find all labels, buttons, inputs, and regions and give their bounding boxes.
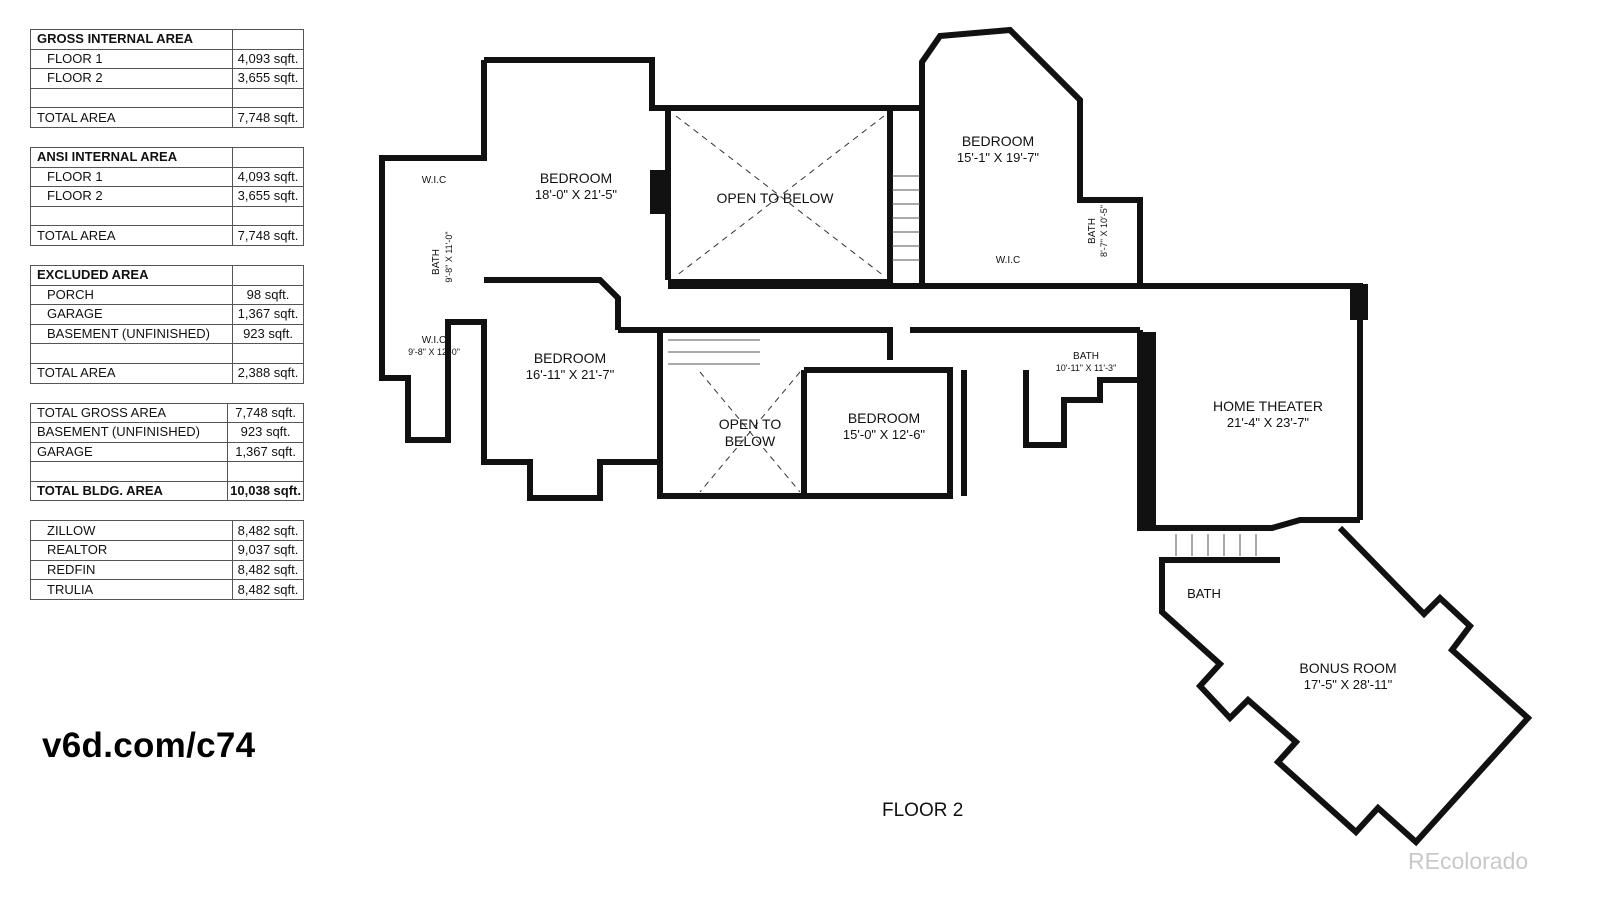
room-label-open-below-2b: BELOW <box>725 433 776 449</box>
area-label: BASEMENT (UNFINISHED) <box>29 422 229 443</box>
area-label: TOTAL AREA <box>30 362 233 384</box>
room-dims-bath-1: 9'-8" X 11'-0" <box>444 231 454 282</box>
room-label-bedroom-3: BEDROOM <box>534 350 606 366</box>
area-value: 3,655 sqft. <box>232 68 304 89</box>
room-label-bath-1: BATH <box>431 249 442 275</box>
stair-lines <box>668 175 1257 556</box>
room-label-bonus-room: BONUS ROOM <box>1299 660 1396 676</box>
area-label: TOTAL GROSS AREA <box>29 402 229 424</box>
room-label-bath-2: BATH <box>1087 218 1098 244</box>
table-row: GROSS INTERNAL AREA <box>30 29 304 50</box>
area-value: 8,482 sqft. <box>232 579 304 600</box>
area-value: 1,367 sqft. <box>232 304 304 325</box>
room-label-wic-1: W.I.C <box>422 175 446 186</box>
area-label: GARAGE <box>30 304 233 325</box>
room-label-open-below-2: OPEN TO <box>719 416 782 432</box>
room-label-bedroom-1: BEDROOM <box>540 170 612 186</box>
room-label-wic-2: W.I.C <box>422 335 446 346</box>
brand-link[interactable]: v6d.com/c74 <box>42 726 256 765</box>
room-dims-bath-3: 10'-11" X 11'-3" <box>1056 363 1117 373</box>
watermark: REcolorado <box>1408 848 1529 874</box>
room-dims-home-theater: 21'-4" X 23'-7" <box>1227 415 1310 430</box>
room-dims-bedroom-2: 15'-1" X 19'-7" <box>957 150 1040 165</box>
room-label-open-below-1: OPEN TO BELOW <box>717 190 835 206</box>
area-value: 7,748 sqft. <box>232 107 304 128</box>
room-dims-bedroom-3: 16'-11" X 21'-7" <box>526 367 615 382</box>
area-label: ZILLOW <box>30 520 233 542</box>
area-value: 7,748 sqft. <box>227 402 304 424</box>
wall-blocks <box>650 170 1368 528</box>
room-label-bath-4: BATH <box>1187 586 1221 601</box>
area-label: BASEMENT (UNFINISHED) <box>30 323 233 345</box>
table-row <box>30 343 304 364</box>
room-label-home-theater: HOME THEATER <box>1213 398 1323 414</box>
area-label: TOTAL AREA <box>30 107 233 128</box>
open-below-diagonals <box>675 115 885 493</box>
room-dims-wic-2: 9'-8" X 12'-0" <box>408 347 460 357</box>
area-value: 2,388 sqft. <box>232 362 304 384</box>
floor-label: FLOOR 2 <box>882 800 964 821</box>
area-label: FLOOR 1 <box>30 166 233 188</box>
room-label-wic-3: W.I.C <box>996 255 1020 266</box>
exterior-walls <box>379 26 1533 847</box>
area-label: ANSI INTERNAL AREA <box>30 146 233 168</box>
table-row: BASEMENT (UNFINISHED)923 sqft. <box>30 323 304 345</box>
table-row: BASEMENT (UNFINISHED)923 sqft. <box>29 422 304 443</box>
room-dims-bedroom-4: 15'-0" X 12'-6" <box>843 427 926 442</box>
table-row: ANSI INTERNAL AREA <box>30 146 304 168</box>
area-value: 8,482 sqft. <box>232 559 304 581</box>
room-label-bath-3: BATH <box>1073 351 1099 362</box>
area-value: 10,038 sqft. <box>227 480 304 502</box>
area-label: TRULIA <box>30 579 233 600</box>
room-label-bedroom-4: BEDROOM <box>848 410 920 426</box>
area-value: 923 sqft. <box>227 422 304 443</box>
area-value: 7,748 sqft. <box>232 225 304 246</box>
area-value: 4,093 sqft. <box>232 166 304 188</box>
area-label: TOTAL BLDG. AREA <box>29 480 229 502</box>
room-dims-bonus-room: 17'-5" X 28'-11" <box>1304 677 1393 692</box>
area-value: 98 sqft. <box>232 284 304 306</box>
room-dims-bath-2: 8'-7" X 10'-5" <box>1099 205 1109 257</box>
room-dims-bedroom-1: 18'-0" X 21'-5" <box>535 187 618 202</box>
room-label-bedroom-2: BEDROOM <box>962 133 1034 149</box>
room-labels: BEDROOM 18'-0" X 21'-5" OPEN TO BELOW BE… <box>408 133 1397 692</box>
